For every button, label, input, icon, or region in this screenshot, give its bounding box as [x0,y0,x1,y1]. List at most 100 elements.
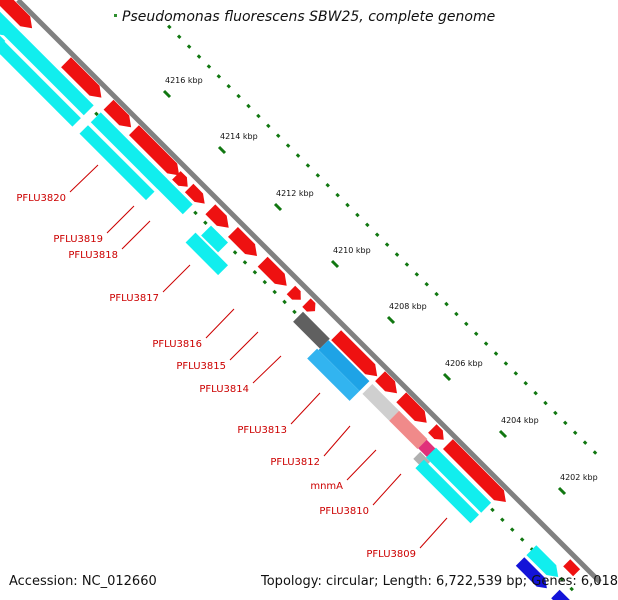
scale-dot-inner [559,576,565,582]
scale-dot-outer [365,222,370,228]
cds-arrow [396,392,427,423]
scale-dot-outer [295,153,301,158]
gene-arrow-blue [551,589,570,600]
gene-label: PFLU3817 [109,293,159,304]
scale-tick-label: 4206 kbp [445,359,483,368]
cds-arrow [443,439,506,502]
major-ticks [162,89,567,496]
cds-arrow [428,424,444,440]
gene-bar-grey [293,311,330,349]
gene-bar [415,459,479,524]
scale-dot-outer [216,74,222,79]
gene-label: PFLU3814 [199,384,249,395]
gene-label: PFLU3809 [366,549,416,560]
scale-dot-outer [176,34,182,40]
cds-bar [563,559,581,577]
gene-bar-light [362,384,400,421]
major-tick [557,486,567,496]
scale-dot-inner [203,220,208,225]
scale-tick-label: 4210 kbp [333,246,371,255]
label-leader [121,220,151,250]
gene-bar-blue [307,348,360,401]
scale-dot-outer [553,410,558,416]
scale-dot-inner [500,517,505,522]
cds-arrow [103,99,132,128]
gene-label: PFLU3813 [237,425,287,436]
gene-label: mnmA [310,481,343,492]
label-leader [290,392,321,425]
genome-summary: Topology: circular; Length: 6,722,539 bp… [261,574,618,589]
gene-label: PFLU3818 [68,250,118,261]
gene-bar-blue [318,340,370,391]
scale-dot-inner [490,507,495,513]
scale-dot-outer [345,202,350,208]
scale-tick-label: 4212 kbp [276,189,314,198]
cds-arrow [257,256,287,286]
cds-arrow [172,171,188,187]
cds-arrow [129,125,180,176]
scale-dot-outer [335,192,340,198]
scale-dot-outer [275,133,281,139]
scale-dot-outer [196,54,202,59]
gene-label: PFLU3820 [16,193,66,204]
scale-dot-outer [493,351,499,356]
accession-text: Accession: NC_012660 [9,574,157,589]
scale-dot-outer [246,103,251,109]
gene-label: PFLU3815 [176,361,226,372]
gene-label: PFLU3810 [319,506,369,517]
scale-dot-outer [206,64,212,69]
major-tick [162,89,172,99]
map-title: Pseudomonas fluorescens SBW25, complete … [122,9,496,25]
scale-dot-outer [374,232,380,238]
cds-arrow [331,330,378,377]
major-tick [273,202,283,212]
scale-dot-outer [513,371,519,376]
scale-tick-label: 4202 kbp [560,473,598,482]
label-leader [252,355,282,384]
gene-bar [140,161,193,215]
label-leader [419,517,448,549]
label-leader [323,425,351,457]
scale-dot-outer [444,301,449,307]
feature-tracks [0,0,581,600]
scale-dot-outer [572,430,578,436]
scale-dot-outer [533,390,538,396]
scale-dot-outer [285,143,291,148]
scale-dot-outer [434,291,439,297]
major-tick [330,259,340,269]
scale-tick-label: 4204 kbp [501,416,539,425]
cds-arrow [375,371,397,394]
label-leader [162,264,191,293]
scale-dot-inner [262,279,268,285]
genome-backbone [16,0,602,584]
scale-dot-inner [510,527,515,532]
scale-dot-outer [582,440,588,445]
scale-tick-label: 4216 kbp [165,76,203,85]
gene-bar [0,37,81,127]
gene-bar [185,232,228,276]
cds-arrow [302,298,316,312]
scale-dot-outer [256,113,261,119]
scale-dot-inner [282,299,287,305]
scale-dot-inner [519,537,525,542]
cds-arrow [286,285,301,300]
major-tick [217,145,227,155]
scale-dot-outer [404,262,410,267]
scale-dot-inner [252,269,258,275]
scale-tick-label: 4214 kbp [220,132,258,141]
scale-dot-outer [483,341,489,346]
major-tick [442,372,452,382]
scale-dot-inner [94,111,99,117]
gene-bar [201,225,228,253]
cds-arrow [184,183,205,204]
scale-tick-label: 4208 kbp [389,302,427,311]
gene-bar [426,447,492,513]
scale-dot-inner [242,260,248,265]
scale-dot-outer [394,252,400,257]
genome-map: 4216 kbp 4214 kbp 4212 kbp 4210 kbp 4208 kbp… [0,0,602,600]
scale-dot-inner [193,210,198,216]
gene-arrow-blue [515,557,547,589]
label-leader [106,205,135,234]
scale-dot-inner [569,586,574,592]
